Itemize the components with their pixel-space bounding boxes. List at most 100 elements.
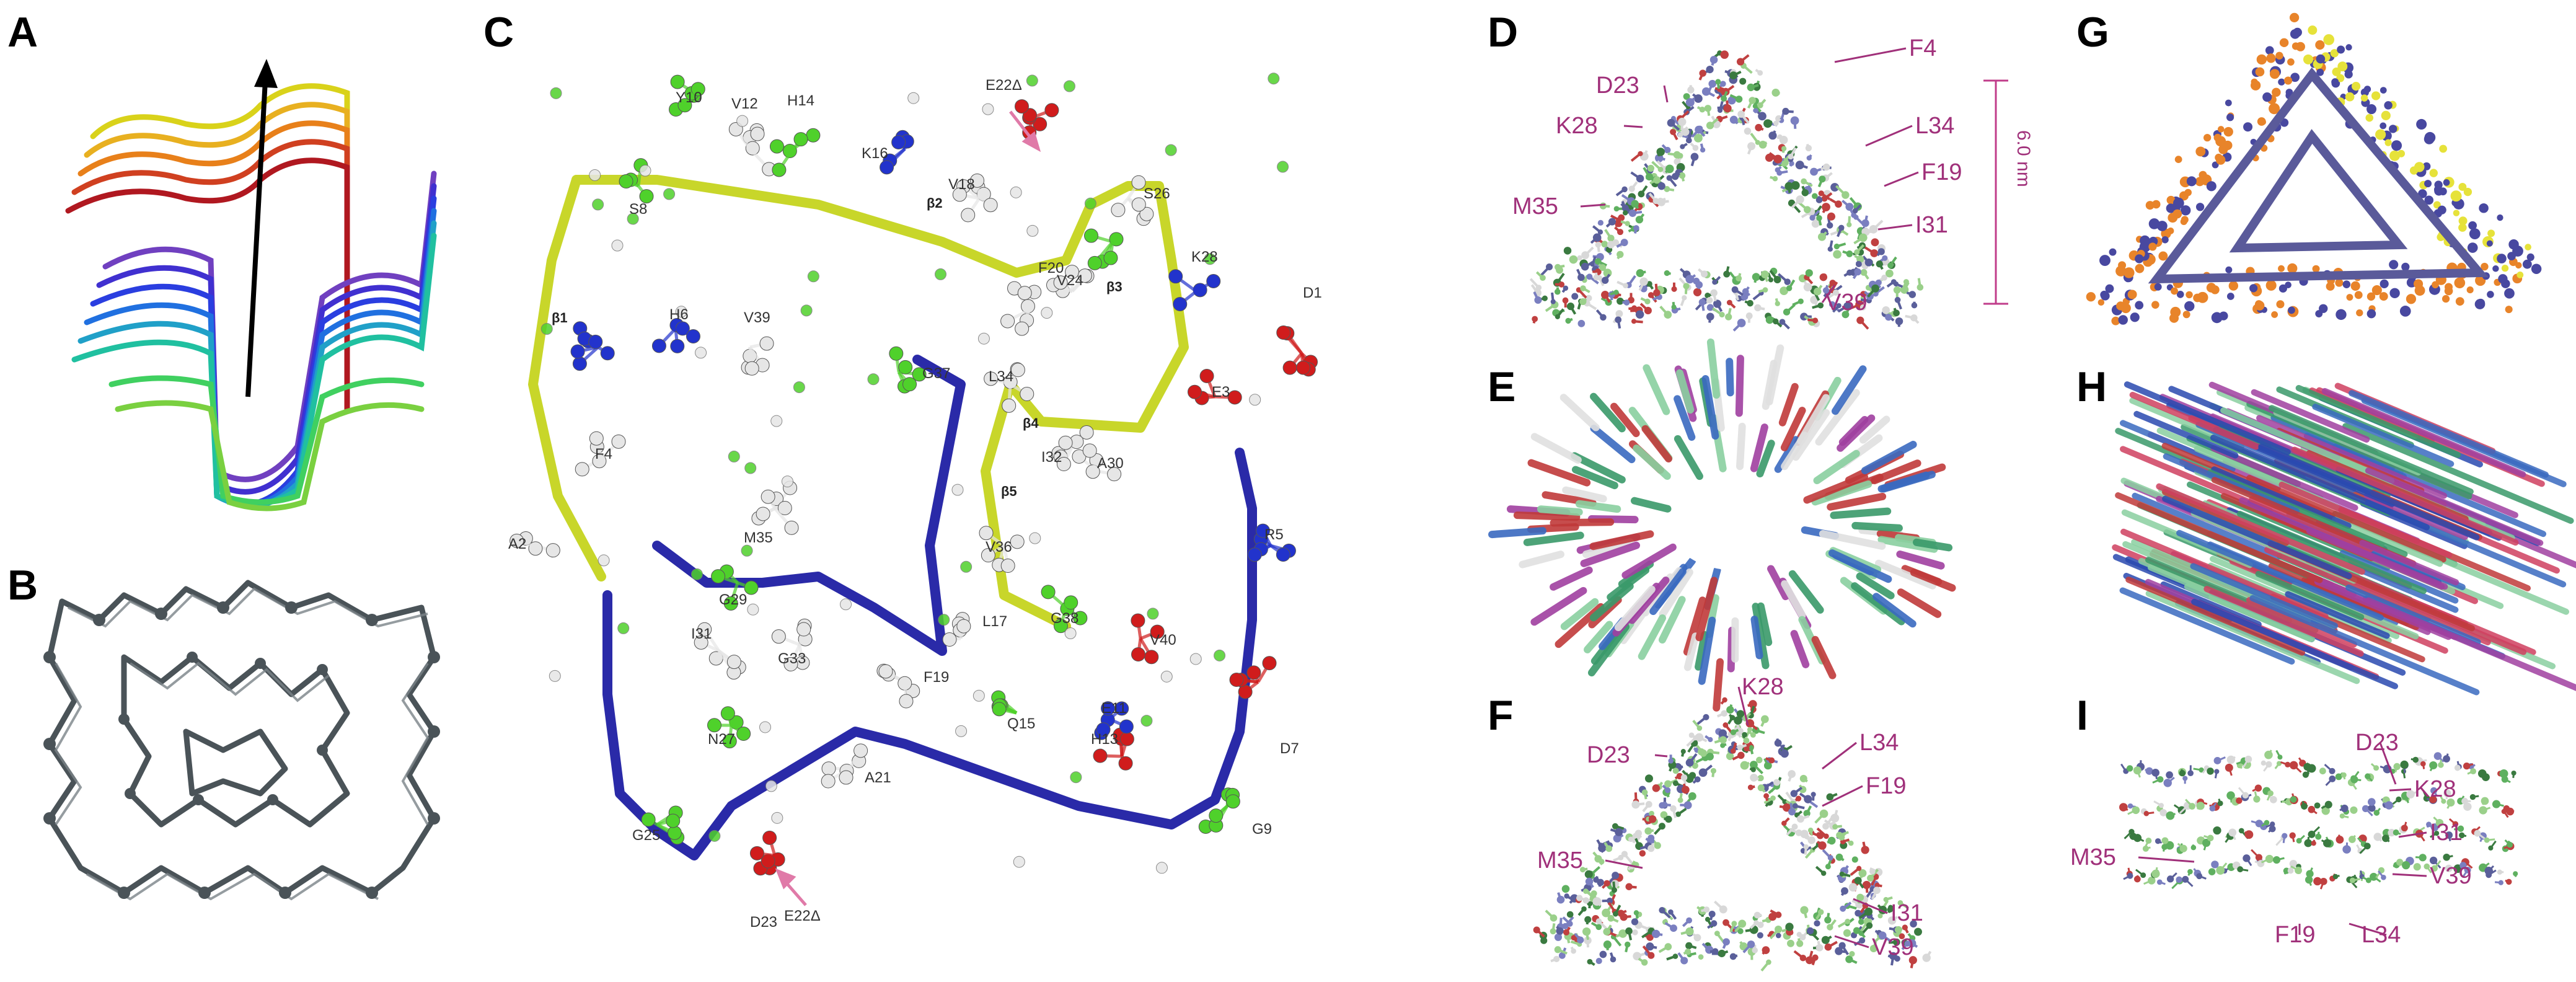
mol-atom [1661, 801, 1668, 808]
mol-atom [1817, 302, 1824, 309]
g-atom [2124, 267, 2135, 278]
i-bond [2366, 776, 2373, 782]
mol-atom [1740, 761, 1749, 770]
i-residue-label: V39 [2430, 863, 2472, 889]
i-bond [2461, 834, 2467, 838]
g-atom [2375, 129, 2386, 140]
g-atom [2283, 76, 2293, 85]
h-rod [2220, 407, 2395, 484]
i-leader-line [2138, 856, 2195, 863]
g-atom [2285, 89, 2293, 96]
mol-atom [1895, 317, 1903, 325]
mol-atom [1563, 929, 1570, 936]
mol-atom [1726, 706, 1734, 714]
i-atom [2393, 829, 2399, 836]
i-bond [2220, 862, 2228, 871]
i-bond [2136, 770, 2141, 778]
mol-atom [1846, 222, 1852, 228]
i-bond [2325, 778, 2333, 786]
mol-atom [1581, 906, 1587, 912]
i-bond [2127, 867, 2131, 874]
mol-atom [1666, 175, 1672, 181]
g-atom [2272, 87, 2281, 97]
mol-atom [1832, 290, 1839, 296]
g-atom [2316, 68, 2324, 76]
mol-atom [1647, 292, 1654, 298]
mol-atom [1786, 285, 1793, 291]
h-rod [2349, 390, 2549, 478]
mol-atom [1685, 927, 1694, 936]
g-atom [2127, 290, 2137, 299]
i-atom [2214, 769, 2220, 774]
mol-atom [1812, 954, 1819, 961]
mol-atom [1628, 209, 1637, 217]
g-atom [2366, 104, 2377, 115]
mol-atom [1705, 916, 1711, 922]
mol-atom [1752, 104, 1758, 109]
g-atom [2228, 281, 2239, 291]
g-atom [2195, 146, 2206, 157]
mol-atom [1873, 887, 1881, 894]
mol-atom [1805, 144, 1812, 152]
g-atom [2295, 42, 2305, 51]
e-rod [1913, 538, 1953, 552]
i-atom [2265, 854, 2274, 864]
panel-label-e: E [1488, 363, 1516, 410]
i-bond [2512, 772, 2515, 778]
g-atom [2118, 315, 2128, 325]
mol-atom [1677, 797, 1683, 803]
i-atom [2445, 864, 2453, 872]
mol-atom [1722, 697, 1727, 703]
mol-atom [1830, 813, 1840, 823]
mol-atom [1893, 309, 1900, 317]
i-bond [2212, 870, 2215, 873]
e-rod [1584, 621, 1613, 653]
i-bond [2210, 770, 2213, 773]
i-bond [2120, 763, 2127, 772]
i-bond [2228, 767, 2233, 776]
g-atom [2225, 99, 2232, 107]
g-atom [2215, 136, 2226, 147]
mol-atom [1735, 95, 1743, 103]
mol-atom [1819, 175, 1826, 183]
g-atom [2444, 286, 2453, 296]
mol-atom [1685, 275, 1695, 284]
mol-atom [1600, 314, 1607, 321]
c-atom [807, 270, 819, 283]
g-atom [2337, 61, 2348, 72]
i-bond [2169, 813, 2176, 817]
mol-atom [1670, 128, 1677, 135]
mol-atom [1851, 856, 1858, 863]
c-residue-cluster [749, 830, 785, 876]
i-bond [2477, 832, 2486, 839]
mol-atom [1668, 758, 1674, 764]
i-atom [2176, 876, 2182, 883]
i-bond [2433, 790, 2438, 797]
c-residue-cluster [668, 74, 705, 117]
g-atom [2182, 311, 2190, 319]
mol-atom [1685, 774, 1692, 781]
c-atom [1147, 608, 1159, 620]
mol-atom [1815, 944, 1824, 952]
c-atom [1026, 224, 1039, 237]
mol-atom [1632, 929, 1638, 936]
mol-atom [1641, 789, 1648, 795]
c-residue-label: E22Δ [784, 908, 821, 924]
c-residue-cluster [1131, 613, 1165, 665]
g-atom [2504, 288, 2515, 299]
mol-atom [1672, 780, 1679, 786]
e-rod [1803, 473, 1868, 504]
mol-atom [1819, 809, 1828, 818]
panel-label-c: C [483, 9, 514, 56]
mol-atom [1608, 218, 1616, 226]
i-bond [2376, 836, 2383, 842]
mol-atom [1773, 154, 1783, 164]
h-rod [2124, 381, 2291, 455]
i-bond [2339, 807, 2345, 812]
c-residue-cluster [984, 362, 1034, 413]
e-rod [1750, 616, 1763, 660]
i-bond [2268, 828, 2274, 833]
c-atom [765, 780, 777, 792]
g-atom [2195, 177, 2205, 187]
